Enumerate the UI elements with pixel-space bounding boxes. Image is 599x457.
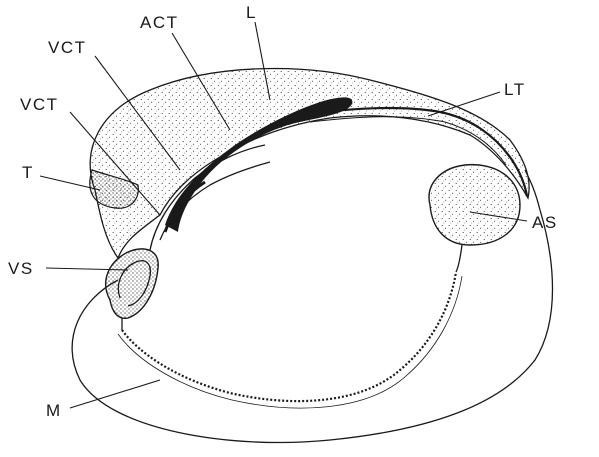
ventral-sac <box>106 249 158 318</box>
label-l: L <box>246 3 257 22</box>
marginal-canal-edge <box>118 276 462 408</box>
label-lt: LT <box>504 80 526 99</box>
label-act: ACT <box>140 13 179 32</box>
label-as: AS <box>532 213 558 232</box>
label-vs: VS <box>8 259 34 278</box>
label-vct-lower: VCT <box>20 95 59 114</box>
anterior-sac <box>429 165 520 245</box>
label-m: M <box>46 401 62 420</box>
label-vct-upper: VCT <box>48 38 87 57</box>
anterior-sac-stalk <box>456 245 462 272</box>
marginal-canal <box>122 272 456 401</box>
label-t: T <box>22 163 34 182</box>
